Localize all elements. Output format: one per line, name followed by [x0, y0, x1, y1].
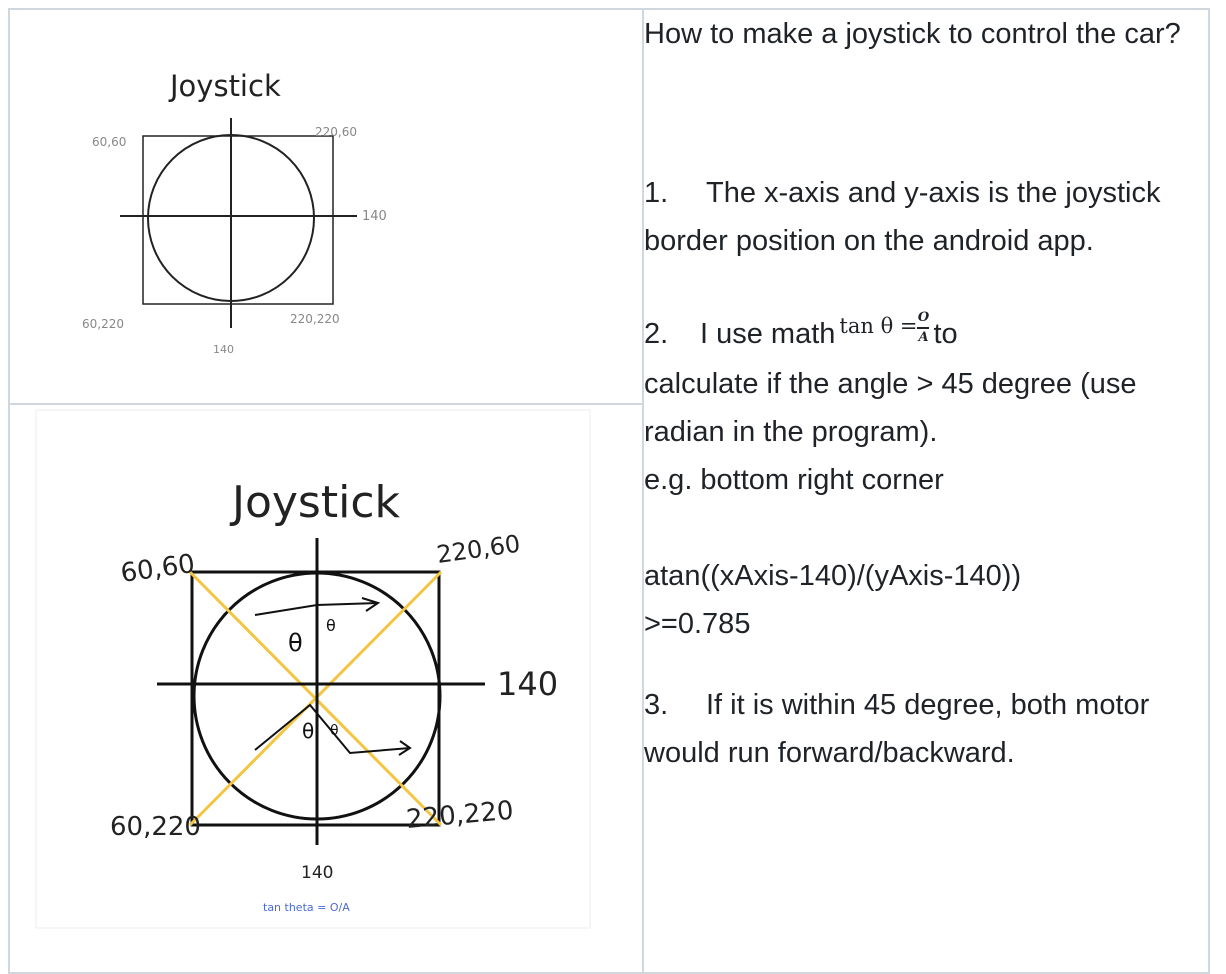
sketch-small-cell: Joystick 60,60 220,60 140 60,220 220,220… — [8, 8, 644, 405]
step-3: 3.If it is within 45 degree, both motor … — [644, 681, 1208, 777]
sketch-small-label-right: 140 — [362, 209, 387, 224]
step-3-text: If it is within 45 degree, both motor wo… — [644, 689, 1150, 769]
code-line-1: atan((xAxis-140)/(yAxis-140)) — [644, 560, 1022, 592]
step-2-pre: I use math — [700, 318, 836, 350]
sketch-small-title: Joystick — [168, 69, 281, 103]
formula-lhs: tan θ = — [839, 314, 918, 338]
sketch-small-label-top-right: 220,60 — [315, 125, 357, 139]
step-2-post: to — [933, 318, 958, 350]
sketch-large-theta-3: θ — [302, 719, 314, 743]
sketch-large-background — [35, 409, 591, 929]
sketch-large-angle-arrow-upper — [254, 597, 381, 616]
step-2-rest: calculate if the angle > 45 degree (use … — [644, 368, 1137, 448]
code-line-2: >=0.785 — [644, 608, 751, 640]
sketch-large-cell: Joystick θ θ θ θ 60,60 220,60 140 60,220… — [8, 403, 644, 974]
joystick-sketch-large: Joystick θ θ θ θ 60,60 220,60 140 60,220… — [35, 409, 591, 929]
sketch-small-label-bottom: 140 — [213, 343, 234, 356]
step-1-text: The x-axis and y-axis is the joystick bo… — [644, 177, 1161, 257]
step-1-number: 1. — [644, 177, 669, 209]
sketch-small-label-bottom-right: 220,220 — [290, 312, 340, 326]
code-snippet: atan((xAxis-140)/(yAxis-140)) >=0.785 — [644, 552, 1208, 648]
sketch-small-label-top-left: 60,60 — [92, 135, 126, 149]
sketch-large-title: Joystick — [229, 477, 401, 528]
step-3-number: 3. — [644, 689, 669, 721]
sketch-large-label-right: 140 — [497, 665, 558, 703]
joystick-sketch-small: Joystick 60,60 220,60 140 60,220 220,220… — [82, 69, 387, 356]
sketch-large-label-bottom: 140 — [301, 863, 333, 883]
step-2-number: 2. — [644, 318, 669, 350]
formula-numerator: O — [917, 309, 930, 325]
sketch-large-angle-arrow-lower — [254, 703, 412, 756]
question-heading: How to make a joystick to control the ca… — [644, 18, 1181, 50]
sketch-large-theta-4: θ — [330, 723, 339, 739]
explanation-cell: How to make a joystick to control the ca… — [642, 8, 1210, 974]
step-2-example: e.g. bottom right corner — [644, 464, 944, 496]
sketch-large-theta-2: θ — [326, 616, 336, 635]
formula-denominator: A — [918, 329, 929, 345]
document-table: Joystick 60,60 220,60 140 60,220 220,220… — [8, 8, 1210, 974]
sketch-small-label-bottom-left: 60,220 — [82, 317, 124, 331]
sketch-large-caption: tan theta = O/A — [263, 901, 350, 914]
step-1: 1.The x-axis and y-axis is the joystick … — [644, 169, 1208, 265]
sketch-large-label-bottom-left: 60,220 — [110, 812, 201, 842]
sketch-large-theta-1: θ — [288, 629, 303, 657]
